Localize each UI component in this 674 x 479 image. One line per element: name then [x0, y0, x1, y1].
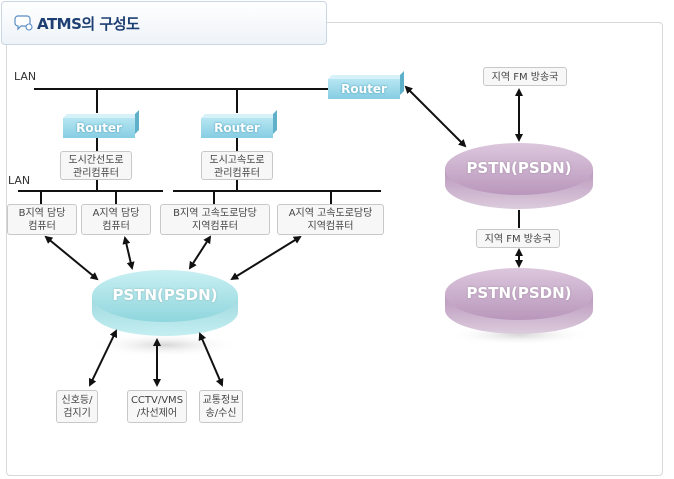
endpoint-traffic-info: 교통정보 송/수신 [199, 390, 243, 423]
arrow-pstn-signal [88, 329, 118, 387]
title-tab: ATMS의 구성도 [1, 1, 327, 45]
arrow-b-region-pstn [44, 235, 99, 281]
endpoint-cctv-line2: /차선제어 [136, 408, 178, 419]
computer-a-region: A지역 담당 컴퓨터 [81, 204, 151, 235]
computer-a-expressway-line1: A지역 고속도로담당 [288, 208, 373, 219]
arrow-router-pstn [404, 85, 467, 148]
endpoint-cctv-line1: CCTV/VMS [130, 395, 184, 406]
server-urban-arterial-line1: 도시간선도로 [68, 155, 124, 166]
lan-line-top [34, 88, 330, 90]
computer-b-region-line2: 컴퓨터 [28, 221, 56, 232]
lan-line-left [18, 190, 163, 192]
computer-b-expressway-line1: B지역 고속도로담당 [173, 208, 257, 219]
fm-station-top: 지역 FM 방송국 [483, 67, 567, 86]
connector-server-right [236, 179, 238, 191]
computer-b-region: B지역 담당 컴퓨터 [7, 204, 77, 235]
pstn-right-top-label: PSTN(PSDN) [466, 159, 572, 177]
lan-label-top: LAN [14, 70, 37, 83]
drop-b-region [40, 191, 42, 205]
speech-bubble-icon [14, 15, 33, 31]
pstn-right-bottom-label: PSTN(PSDN) [466, 284, 572, 302]
computer-a-region-line2: 컴퓨터 [102, 221, 130, 232]
page-title: ATMS의 구성도 [37, 15, 140, 33]
computer-a-expressway: A지역 고속도로담당 지역컴퓨터 [277, 204, 384, 235]
drop-b-expressway [213, 191, 215, 205]
computer-a-expressway-line2: 지역컴퓨터 [307, 221, 354, 232]
connector-router-left [96, 138, 98, 154]
drop-a-expressway [330, 191, 332, 205]
lan-label-left: LAN [8, 174, 31, 187]
lan-drop-left [96, 89, 98, 113]
drop-a-region [115, 191, 117, 205]
computer-b-expressway: B지역 고속도로담당 지역컴퓨터 [160, 204, 270, 235]
fm-station-middle: 지역 FM 방송국 [476, 229, 560, 248]
pstn-center-shape [90, 270, 240, 357]
server-urban-expressway-line1: 도시고속도로 [209, 155, 265, 166]
server-urban-arterial-line2: 관리컴퓨터 [73, 168, 119, 179]
router-right-label: Router [201, 118, 273, 138]
fm-station-top-label: 지역 FM 방송국 [491, 72, 559, 83]
endpoint-signal: 신호등/ 검지기 [56, 390, 98, 423]
server-urban-arterial: 도시간선도로 관리컴퓨터 [60, 151, 132, 180]
server-urban-expressway-line2: 관리컴퓨터 [214, 168, 260, 179]
endpoint-signal-line2: 검지기 [63, 408, 91, 419]
endpoint-signal-line1: 신호등/ [61, 395, 93, 406]
router-left: Router [63, 110, 139, 138]
router-left-label: Router [63, 118, 135, 138]
router-main: Router [328, 71, 404, 99]
pstn-center-label: PSTN(PSDN) [112, 286, 218, 304]
pstn-right-top-shape [445, 143, 593, 209]
computer-b-expressway-line2: 지역컴퓨터 [192, 221, 238, 232]
endpoint-cctv: CCTV/VMS /차선제어 [127, 390, 187, 423]
connector-router-right [236, 138, 238, 154]
lan-drop-right [236, 89, 238, 113]
arrow-a-region-pstn [122, 236, 135, 270]
router-main-label: Router [328, 79, 400, 99]
fm-station-middle-label: 지역 FM 방송국 [484, 234, 552, 245]
endpoint-traffic-info-line1: 교통정보 [202, 395, 240, 406]
connector-server-left [96, 179, 98, 191]
lan-line-right [173, 190, 381, 192]
server-urban-expressway: 도시고속도로 관리컴퓨터 [201, 151, 273, 180]
endpoint-traffic-info-line2: 송/수신 [205, 408, 237, 419]
pstn-right-bottom-shape [445, 268, 593, 345]
arrow-pstn-traffic-info [198, 332, 224, 387]
arrow-a-expressway-pstn [230, 235, 302, 281]
computer-b-region-line1: B지역 담당 [18, 208, 66, 219]
computer-a-region-line1: A지역 담당 [92, 208, 140, 219]
router-right: Router [201, 110, 277, 138]
arrow-b-expressway-pstn [188, 235, 212, 270]
